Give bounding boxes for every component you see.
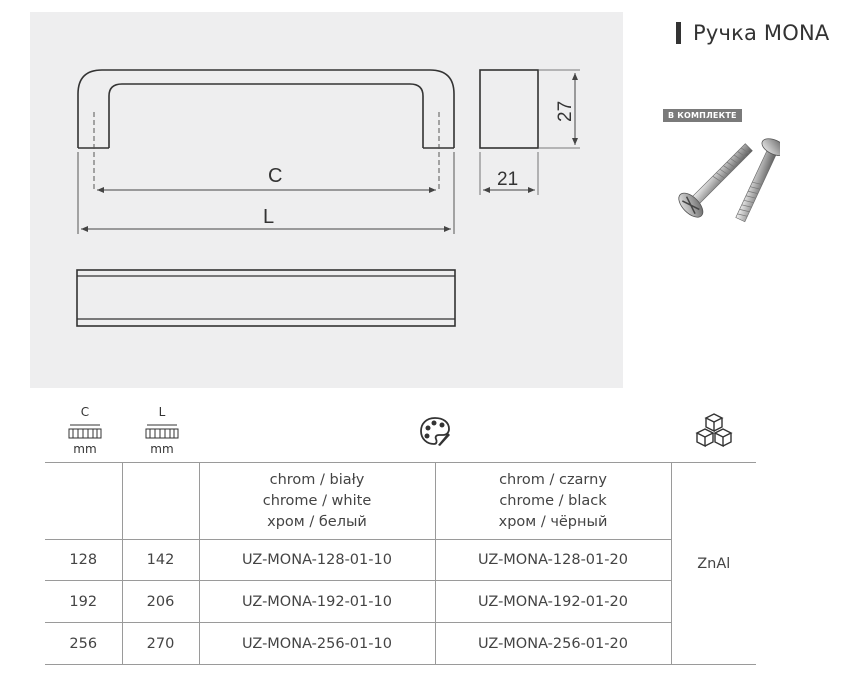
cell-l: 206 [121,580,199,623]
table-row: 256 270 UZ-MONA-256-01-10 UZ-MONA-256-01… [45,622,756,665]
cell-code-white: UZ-MONA-128-01-10 [198,539,435,581]
drawing-svg: C L 27 21 [76,69,580,327]
palette-icon [420,417,450,446]
c-dimension-header: C mm [68,405,102,457]
l-header-unit: mm [150,442,174,456]
handle-outline [77,69,455,148]
finish-header-white: chrom / biały chrome / white хром / белы… [198,462,435,540]
cell-l: 270 [121,622,199,665]
table-row: 192 206 UZ-MONA-192-01-10 UZ-MONA-192-01… [45,580,756,623]
dimension-depth-label: 21 [497,169,518,190]
title-accent-bar [676,22,681,44]
handle-inner-outline [108,83,424,148]
dimension-l-label: L [263,206,274,228]
hole-spacing-icon [68,424,102,439]
cell-code-black: UZ-MONA-192-01-20 [434,580,671,623]
finish-header-black: chrom / czarny chrome / black хром / чёр… [434,462,671,540]
product-title: Ручка MONA [676,18,829,48]
technical-drawing: C L 27 21 [30,12,623,388]
handle-side-view [479,69,539,149]
cubes-icon [695,413,733,448]
kit-included-badge: В КОМПЛЕКТЕ [663,109,742,122]
c-header-unit: mm [73,442,97,456]
l-dimension-header: L mm [145,405,179,457]
material-cell: ZnAl [670,462,756,665]
cell-code-black: UZ-MONA-256-01-20 [434,622,671,665]
table-row: 128 142 UZ-MONA-128-01-10 UZ-MONA-128-01… [45,539,756,581]
screws-icon [678,138,780,223]
length-icon [145,424,179,439]
cell-code-black: UZ-MONA-128-01-20 [434,539,671,581]
finish-header-row: chrom / biały chrome / white хром / белы… [45,462,756,665]
dimension-c-label: C [268,165,282,187]
empty-header-cell-l [121,462,199,540]
handle-top-view [76,269,456,327]
cell-l: 142 [121,539,199,581]
cell-code-white: UZ-MONA-192-01-10 [198,580,435,623]
dimension-height-label: 27 [555,101,576,122]
cell-c: 128 [45,539,122,581]
spec-table: chrom / biały chrome / white хром / белы… [45,462,756,665]
empty-header-cell-c [45,462,122,540]
cell-c: 192 [45,580,122,623]
l-header-letter: L [158,405,166,419]
cell-code-white: UZ-MONA-256-01-10 [198,622,435,665]
cell-c: 256 [45,622,122,665]
c-header-letter: C [80,405,90,419]
product-title-text: Ручка MONA [693,21,830,45]
